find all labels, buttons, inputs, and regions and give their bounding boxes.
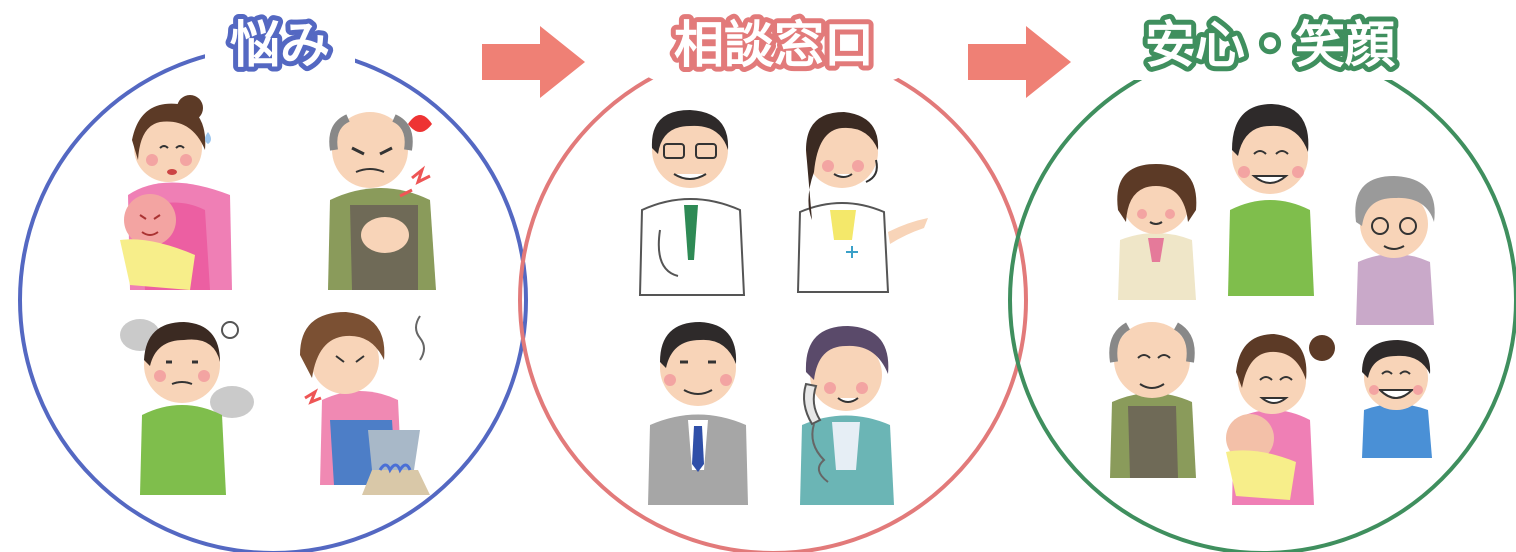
- stage-relief: 安心・笑顔: [1008, 8, 1516, 552]
- arrow-right-icon: [968, 26, 1071, 98]
- stage-circle-worries: [18, 45, 528, 552]
- elderly-man-chest-pain-figure: [328, 112, 436, 290]
- stage-title-relief: 安心・笑顔: [1145, 16, 1396, 74]
- stage-circle-consultation: [518, 45, 1028, 552]
- woman-cooking-burn-figure: [300, 312, 430, 495]
- smiling-man-figure: [1228, 104, 1314, 296]
- grandmother-figure: [1355, 176, 1435, 325]
- mother-with-baby-figure: [1226, 334, 1335, 505]
- businessman-figure: [648, 322, 748, 505]
- arrow-right-icon: [482, 26, 585, 98]
- nurse-with-headset-figure: [796, 112, 928, 293]
- arrow-consultation-to-relief: [968, 26, 1071, 98]
- girl-figure: [1117, 164, 1197, 300]
- crying-baby: [120, 194, 195, 290]
- stressed-man-figure: [120, 319, 254, 495]
- mother-with-crying-baby-figure: [120, 95, 232, 290]
- woman-on-telephone-figure: [800, 326, 894, 505]
- grandfather-figure: [1109, 322, 1196, 478]
- smiling-boy-figure: [1362, 340, 1432, 458]
- doctor-figure: [638, 110, 746, 296]
- title-backdrop-worries: [205, 8, 355, 80]
- arrow-worries-to-consultation: [482, 26, 585, 98]
- title-backdrop-consultation: [643, 8, 905, 80]
- title-backdrop-relief: [1108, 8, 1432, 80]
- stage-worries: 悩み: [18, 8, 528, 552]
- stage-title-consultation: 相談窓口: [674, 16, 874, 74]
- stage-consultation: 相談窓口: [518, 8, 1028, 552]
- stage-title-worries: 悩み: [230, 16, 330, 74]
